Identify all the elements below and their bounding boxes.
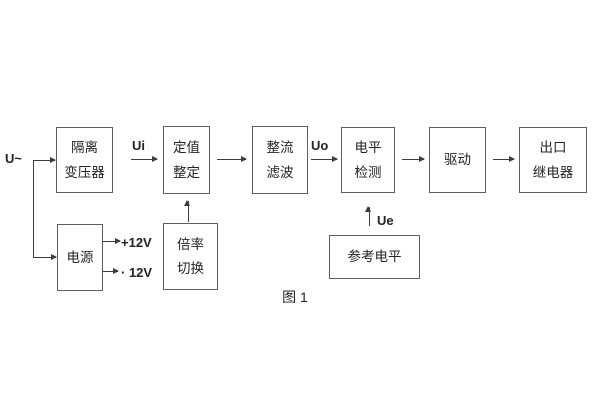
arrow-source-to-transformer — [33, 156, 56, 163]
source-branch-line — [32, 161, 34, 258]
block-driver-label: 驱动 — [444, 152, 471, 168]
block-ratio-switch-line1: 倍率 — [177, 236, 204, 252]
block-isolation-transformer-line2: 变压器 — [64, 164, 105, 180]
arrow-power-neg-rail — [103, 267, 119, 274]
power-neg-rail-label: · 12V — [121, 265, 153, 280]
block-reference-level: 参考电平 — [329, 235, 420, 279]
signal-uo-label: Uo — [311, 138, 329, 153]
power-pos-rail-label: +12V — [121, 235, 152, 250]
block-value-setting-line2: 整定 — [173, 164, 200, 180]
arrow-driver-to-relay — [493, 155, 515, 162]
arrow-source-to-power — [33, 253, 57, 260]
arrow-ui — [131, 155, 158, 162]
block-level-detection: 电平 检测 — [341, 127, 395, 193]
block-rectifier-filter-line1: 整流 — [266, 140, 294, 155]
block-power-supply: 电源 — [57, 224, 103, 291]
source-voltage-label: U~ — [5, 151, 22, 166]
block-reference-level-label: 参考电平 — [347, 249, 402, 265]
block-driver: 驱动 — [429, 127, 486, 193]
block-output-relay: 出口 继电器 — [519, 127, 587, 193]
block-level-detection-line1: 电平 — [354, 140, 382, 155]
arrow-power-pos-rail — [103, 237, 121, 244]
block-power-supply-label: 电源 — [66, 249, 94, 265]
figure-caption: 图 1 — [282, 289, 308, 305]
block-value-setting-line1: 定值 — [173, 140, 200, 155]
signal-ui-label: Ui — [132, 138, 145, 153]
block-level-detection-line2: 检测 — [354, 164, 382, 180]
block-rectifier-filter: 整流 滤波 — [252, 126, 308, 194]
block-ratio-switch-line2: 切换 — [177, 261, 204, 276]
block-output-relay-line1: 出口 — [539, 140, 567, 155]
block-output-relay-line2: 继电器 — [532, 164, 574, 180]
arrow-setting-to-rectifier — [217, 155, 247, 162]
signal-ue-label: Ue — [377, 213, 394, 228]
block-rectifier-filter-line2: 滤波 — [266, 164, 294, 180]
arrow-uo — [311, 155, 338, 162]
arrow-reference-to-level — [365, 206, 372, 226]
arrow-ratio-to-setting — [184, 200, 191, 222]
block-isolation-transformer: 隔离 变压器 — [56, 127, 113, 193]
block-ratio-switch: 倍率 切换 — [163, 223, 218, 290]
block-isolation-transformer-line1: 隔离 — [71, 140, 98, 155]
block-value-setting: 定值 整定 — [163, 126, 210, 194]
arrow-level-to-driver — [402, 155, 425, 162]
